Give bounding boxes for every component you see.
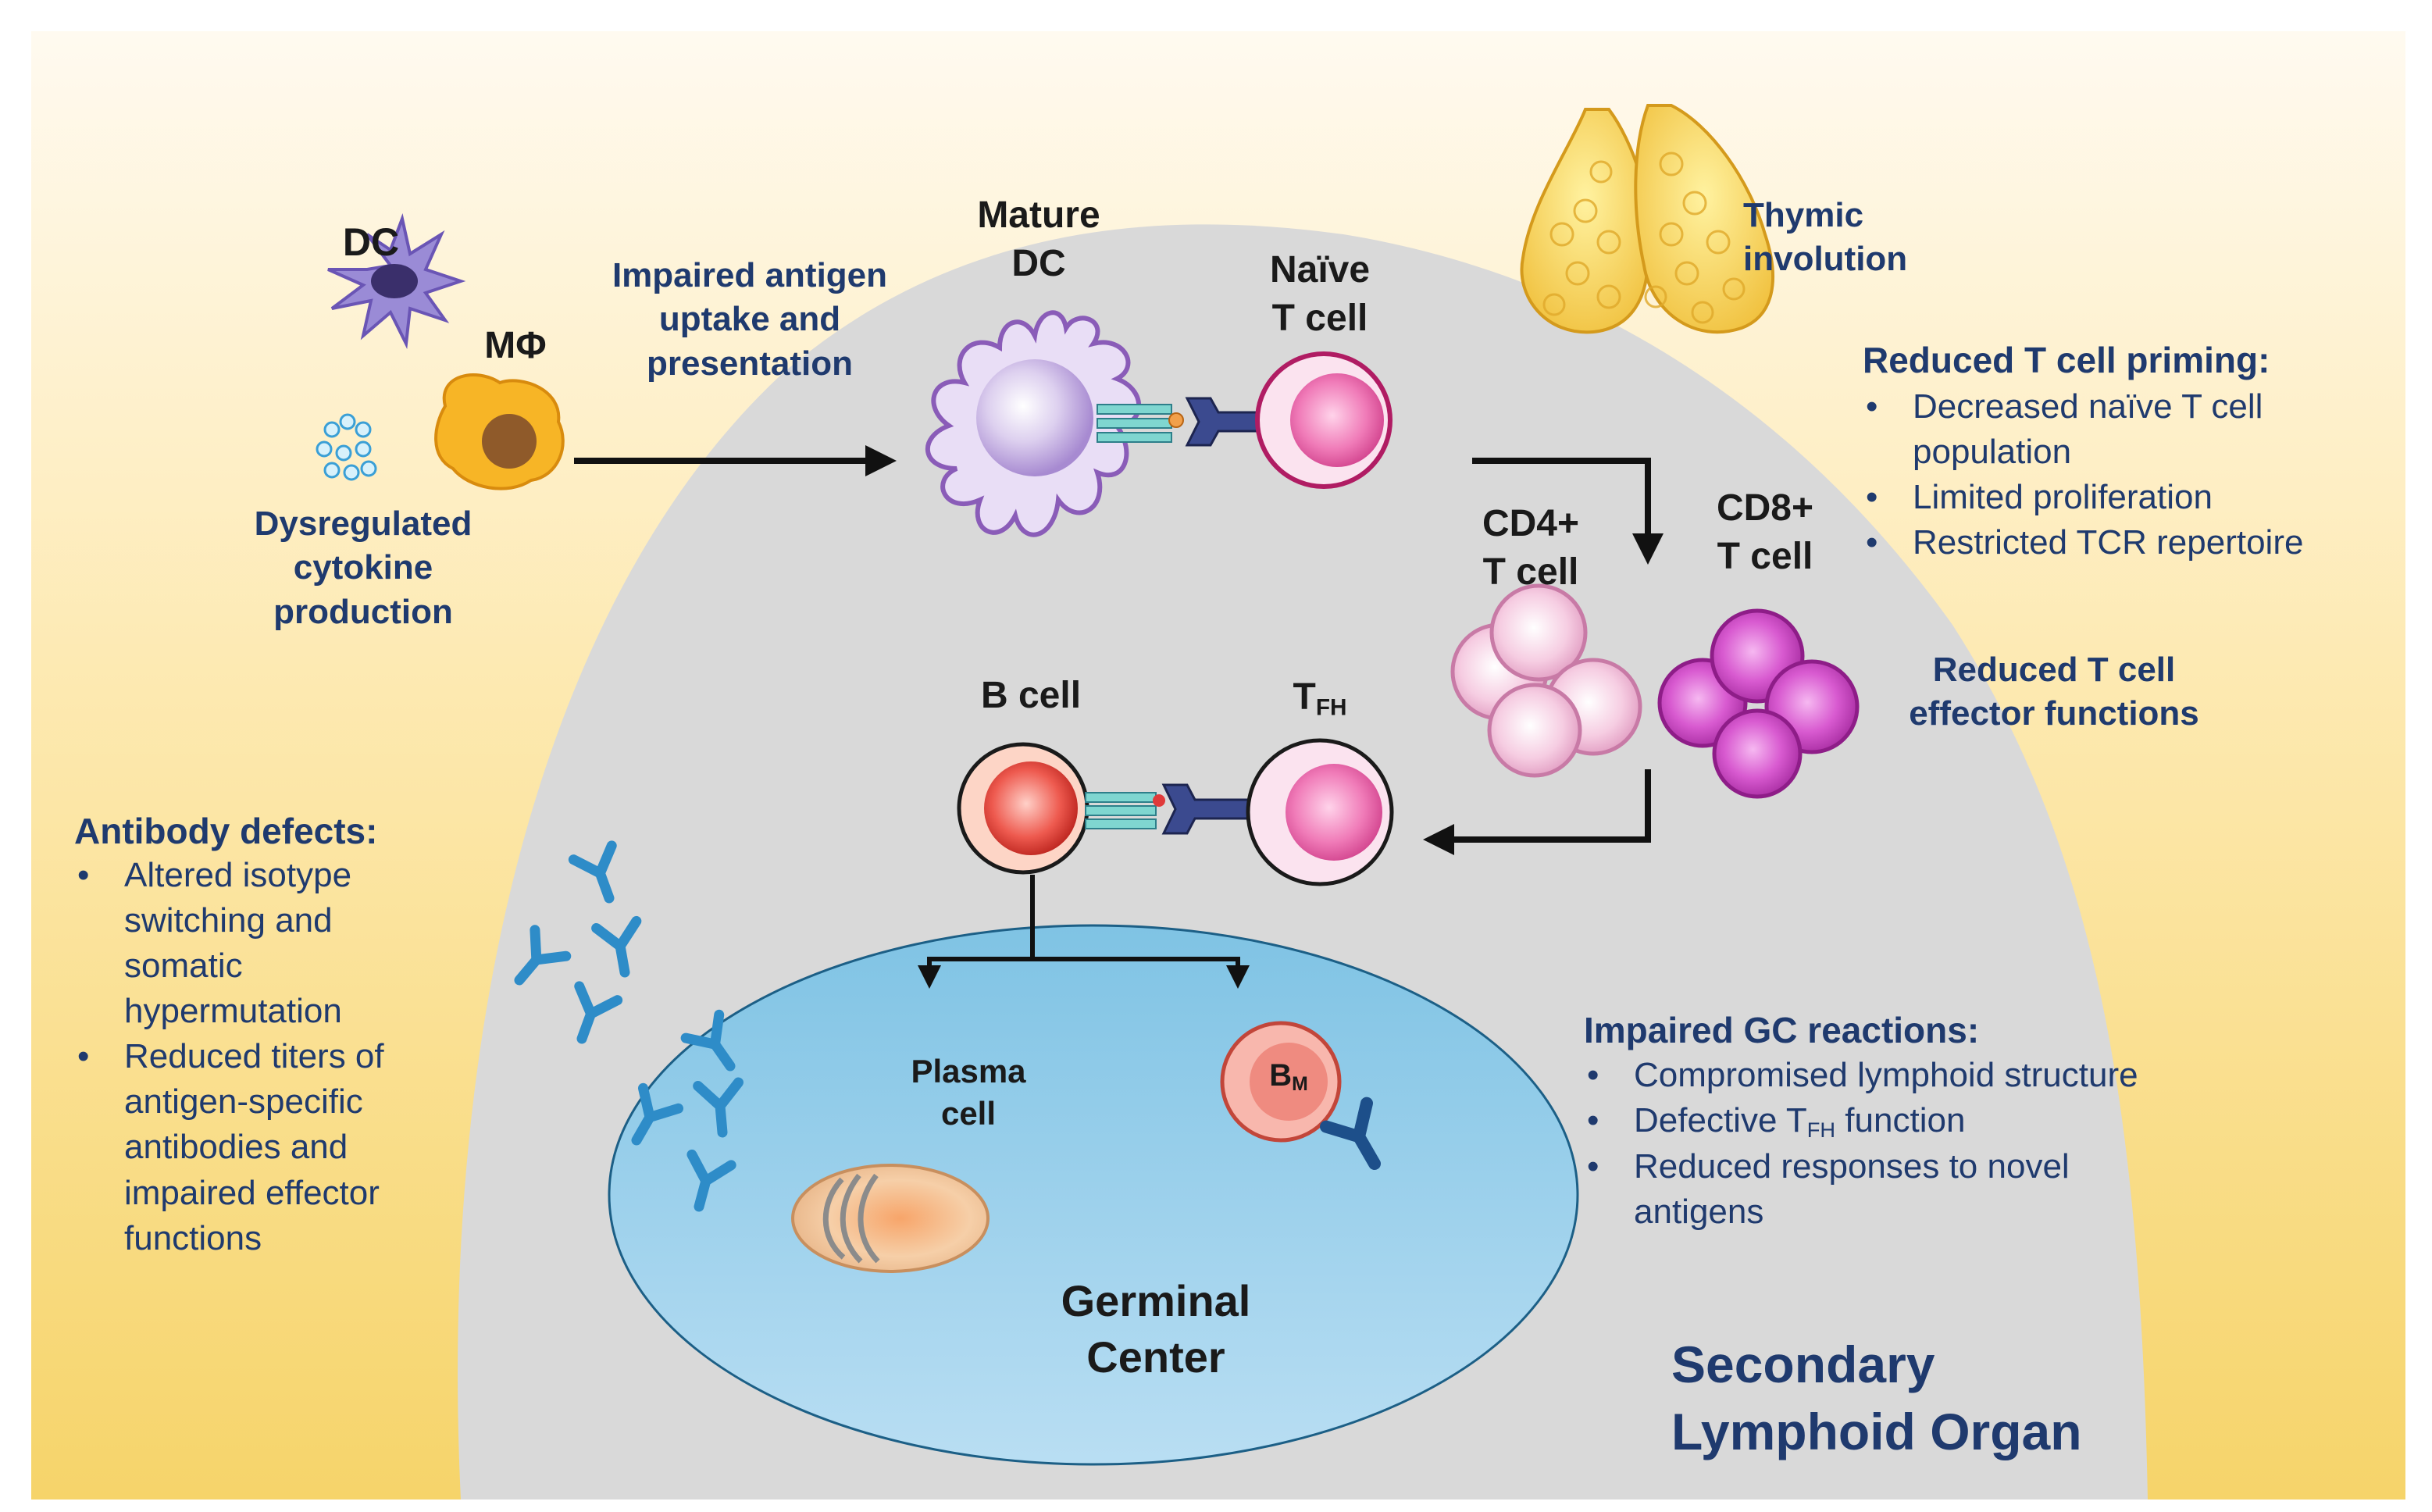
memory-b-cell-label: BM <box>1269 1058 1308 1096</box>
arrow-to-t-cells <box>1472 458 1664 565</box>
antibody-defects-title: Antibody defects: <box>74 811 378 851</box>
tfh-label: TFH <box>1293 676 1347 721</box>
thymus-illustration <box>1520 104 1774 334</box>
list-item: Compromised lymphoid structure <box>1584 1053 2177 1098</box>
cytokine-dots-icon <box>316 413 377 481</box>
secondary-lymphoid-organ-label: Secondary Lymphoid Organ <box>1671 1335 2082 1460</box>
impaired-antigen-label: Impaired antigen uptake and presentation <box>612 256 888 383</box>
mature-dc-icon <box>925 310 1184 537</box>
naive-t-cell-label: Naïve T cell <box>1269 249 1371 340</box>
dc-label: DC <box>342 220 400 264</box>
dendritic-cell-icon <box>327 212 466 349</box>
tfh-cell-icon <box>1161 738 1394 886</box>
reduced-effector-label: Reduced T cell effector functions <box>1909 651 2199 733</box>
cd4-t-cell-label: CD4+ T cell <box>1482 503 1580 594</box>
macrophage-icon <box>434 373 565 490</box>
t-priming-list: Decreased naïve T cell population Limite… <box>1863 384 2362 565</box>
arrow-to-memory-b-cell <box>1032 957 1250 989</box>
mature-dc-label: Mature DC <box>977 194 1100 285</box>
gc-reactions-list: Compromised lymphoid structure Defective… <box>1584 1053 2177 1235</box>
list-item: Altered isotype switching and somatic hy… <box>74 853 433 1034</box>
dysregulated-cytokine-label: Dysregulated cytokine production <box>254 505 472 631</box>
b-cell-label: B cell <box>980 675 1082 716</box>
plasma-cell-icon <box>791 1164 990 1273</box>
germinal-center-label: Germinal Center <box>1061 1276 1251 1382</box>
list-item: Decreased naïve T cell population <box>1863 384 2362 475</box>
cd8-t-cell-label: CD8+ T cell <box>1716 487 1814 578</box>
cd8-t-cell-cluster-icon <box>1657 608 1860 799</box>
plasma-cell-label: Plasma cell <box>911 1053 1026 1132</box>
cd4-t-cell-cluster-icon <box>1450 583 1642 778</box>
t-priming-title: Reduced T cell priming: <box>1863 340 2270 380</box>
list-item: Defective TFH function <box>1584 1098 2177 1144</box>
thymic-involution-label: Thymic involution <box>1743 196 1908 279</box>
antibody-defects-list: Altered isotype switching and somatic hy… <box>74 853 433 1261</box>
list-item: Reduced titers of antigen-specific antib… <box>74 1034 433 1261</box>
arrow-to-tfh <box>1423 769 1651 855</box>
list-item: Restricted TCR repertoire <box>1863 520 2362 565</box>
gc-reactions-title: Impaired GC reactions: <box>1584 1010 1980 1050</box>
naive-t-cell-icon <box>1185 351 1393 489</box>
list-item: Reduced responses to novel antigens <box>1584 1144 2177 1235</box>
macrophage-label: MΦ <box>484 325 547 366</box>
arrow-to-plasma-cell <box>918 875 1035 989</box>
memory-b-cell-icon <box>1220 1021 1381 1170</box>
b-cell-icon <box>957 742 1165 875</box>
list-item: Limited proliferation <box>1863 475 2362 520</box>
